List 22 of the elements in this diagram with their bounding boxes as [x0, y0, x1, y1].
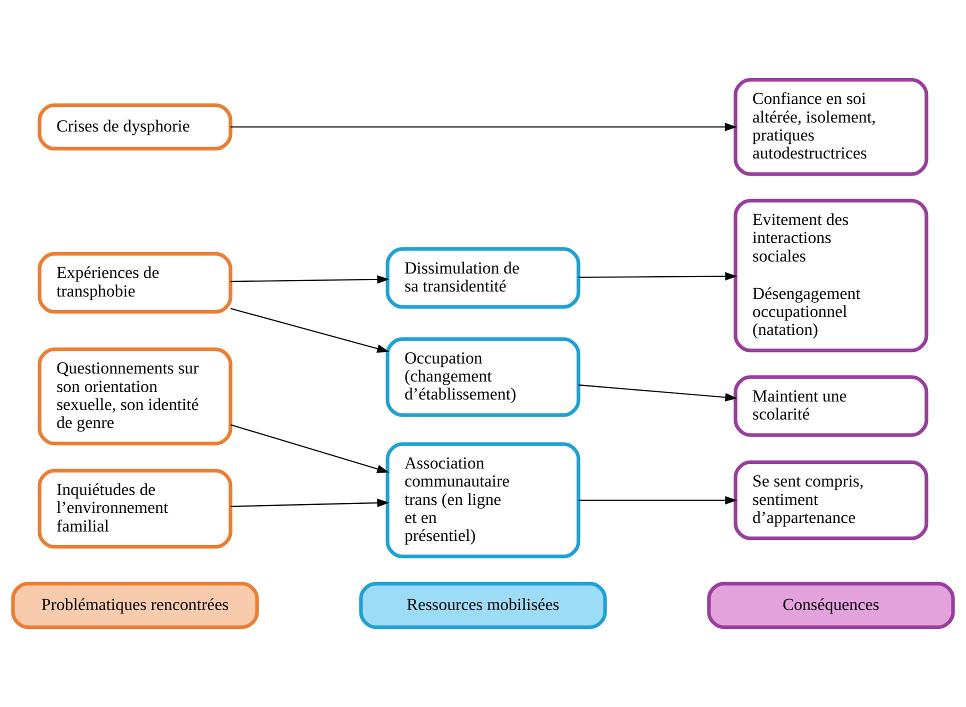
node-box: Occupation (changement d’établissement) [386, 337, 580, 417]
node-box: Evitement des interactions sociales Désengagement occupationnel (natation) [734, 198, 928, 352]
node-box: Crises de dysphorie [38, 103, 232, 151]
arrow [230, 498, 390, 508]
node-box: Conséquences [707, 582, 955, 629]
arrow [578, 496, 738, 505]
node-box: Maintient une scolarité [734, 375, 928, 437]
node-box: Expériences de transphobie [38, 252, 232, 314]
arrow [230, 122, 737, 132]
arrow [578, 384, 738, 402]
arrow [230, 275, 390, 284]
node-box: Problématiques rencontrées [11, 582, 259, 629]
arrow [230, 308, 390, 353]
node-box: Association communautaire trans (en ligne et en présentiel) [386, 442, 580, 558]
node-box: Dissimulation de sa transidentité [386, 247, 580, 309]
node-box: Ressources mobilisées [359, 582, 607, 629]
node-box: Questionnements sur son orientation sexuelle, son identité de genre [38, 347, 232, 446]
node-box: Confiance en soi altérée, isolement, pratiques autodestructrices [734, 78, 928, 176]
arrow [578, 272, 738, 281]
node-box: Inquiétudes de l’environnement familial [38, 468, 232, 549]
node-box: Se sent compris, sentiment d’appartenance [734, 460, 928, 540]
arrow [230, 424, 390, 474]
